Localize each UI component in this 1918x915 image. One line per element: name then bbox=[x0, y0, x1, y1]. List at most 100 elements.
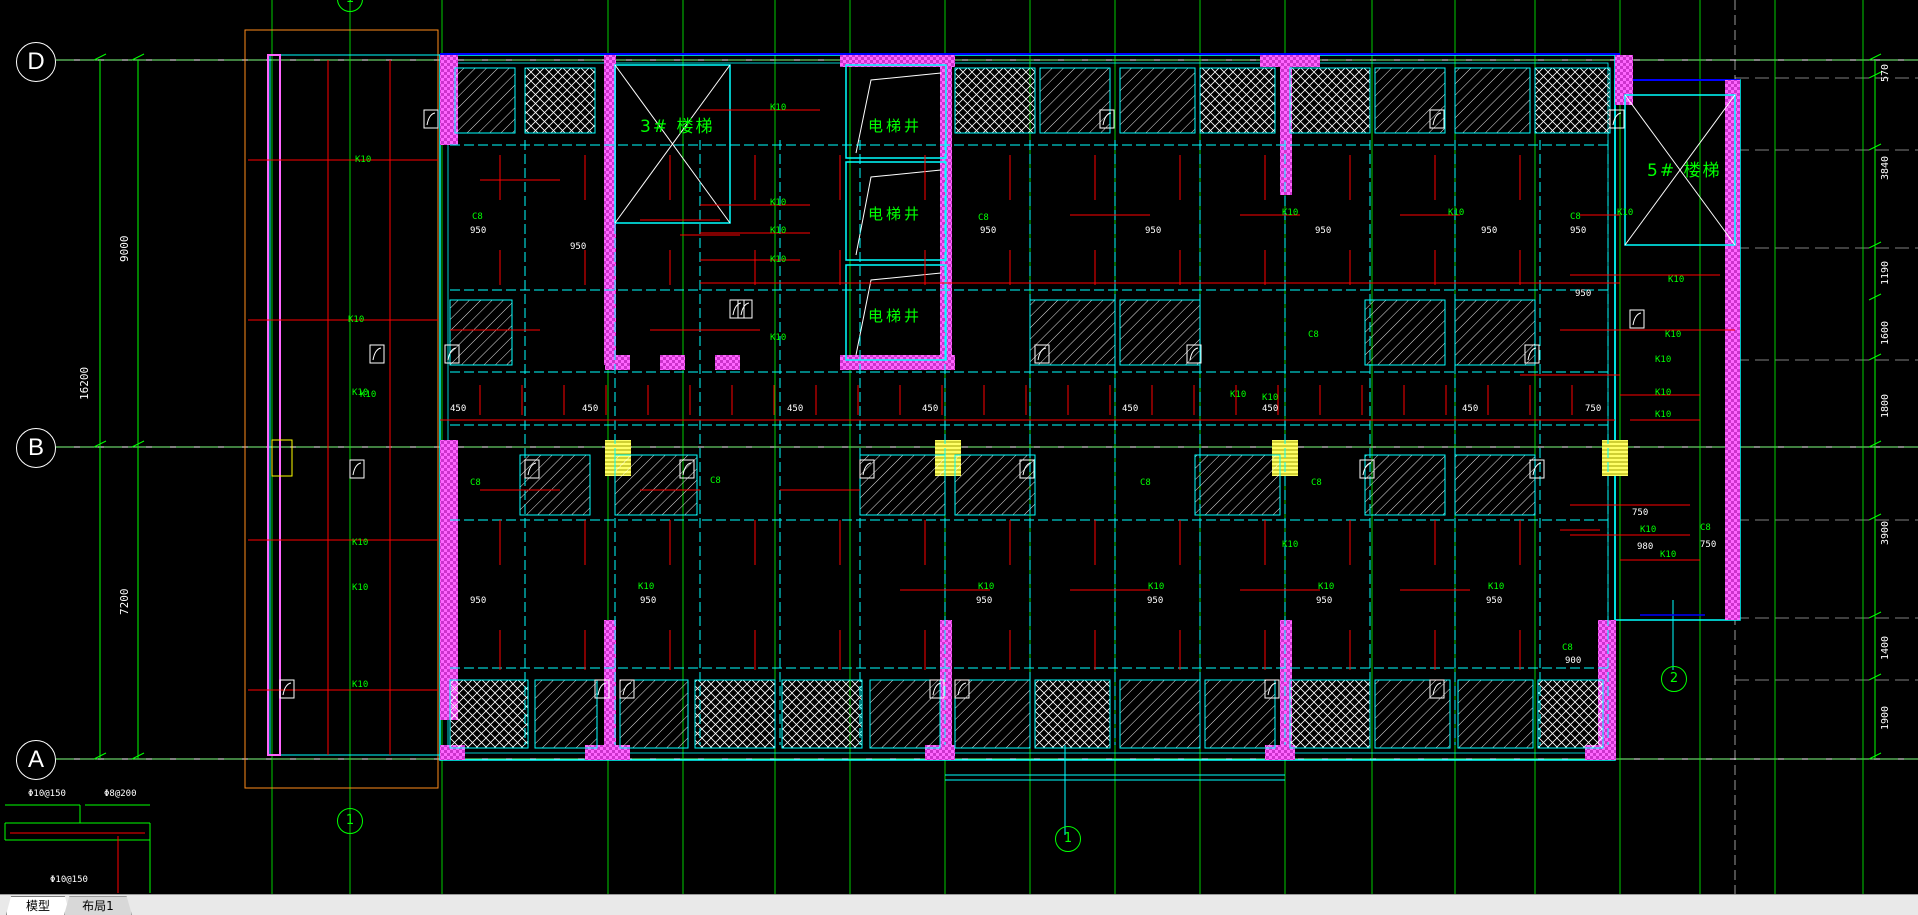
hatched-room bbox=[869, 679, 941, 749]
hook-marker bbox=[1629, 309, 1645, 329]
dimension-right-7: 1900 bbox=[1880, 705, 1891, 730]
hatched-room bbox=[954, 679, 1031, 749]
rebar-label: K10 bbox=[1668, 275, 1685, 285]
dim-tick bbox=[1868, 752, 1882, 760]
hatched-room bbox=[1537, 679, 1604, 749]
rebar-label: K10 bbox=[1318, 582, 1335, 592]
hook-marker bbox=[1264, 679, 1280, 699]
rebar-label: 450 bbox=[787, 404, 804, 414]
label-elevator-1: 电梯井 bbox=[868, 117, 923, 135]
elevator-car bbox=[855, 72, 942, 154]
rebar-label: C8 bbox=[1570, 212, 1581, 222]
rebar-label: K10 bbox=[1660, 550, 1677, 560]
rebar-label: K10 bbox=[348, 315, 365, 325]
rebar-label: C8 bbox=[710, 476, 721, 486]
column bbox=[1725, 80, 1740, 620]
hook-marker bbox=[679, 459, 695, 479]
rebar-label: 450 bbox=[1462, 404, 1479, 414]
rebar-label: K10 bbox=[770, 255, 787, 265]
hatched-room bbox=[454, 67, 516, 134]
hook-curve bbox=[282, 682, 292, 696]
rebar-label: 950 bbox=[1570, 226, 1587, 236]
hook-curve bbox=[932, 682, 942, 696]
hatched-room bbox=[1374, 679, 1451, 749]
hatched-room bbox=[1199, 67, 1276, 134]
hook-curve bbox=[1612, 112, 1622, 126]
column bbox=[604, 55, 616, 365]
hatched-room bbox=[449, 679, 529, 749]
column bbox=[940, 620, 952, 760]
dimension-right-2: 1190 bbox=[1880, 260, 1891, 285]
hook-curve bbox=[862, 462, 872, 476]
cad-drawing-canvas[interactable]: D B A 16200 9000 7200 570 3840 1190 1600… bbox=[0, 0, 1918, 894]
hatched-room bbox=[1029, 299, 1116, 366]
hook-marker bbox=[423, 109, 439, 129]
column bbox=[1585, 745, 1615, 760]
hook-curve bbox=[1102, 112, 1112, 126]
hook-curve bbox=[957, 682, 967, 696]
dimension-right-0: 570 bbox=[1880, 63, 1891, 82]
stair-cross bbox=[614, 64, 731, 224]
rebar-label: 950 bbox=[1316, 596, 1333, 606]
axis-bubble-a: A bbox=[16, 740, 56, 780]
hatched-room bbox=[1457, 679, 1534, 749]
hook-curve bbox=[372, 347, 382, 361]
column bbox=[604, 620, 616, 760]
label-stair-3: 3# 楼梯 bbox=[640, 117, 715, 137]
dim-tick bbox=[1868, 440, 1882, 448]
floor-plan-drawing bbox=[4, 0, 1918, 894]
rebar-label: C8 bbox=[978, 213, 989, 223]
hook-marker bbox=[1529, 459, 1545, 479]
label-stair-5: 5# 楼梯 bbox=[1647, 161, 1722, 181]
hatched-room bbox=[1119, 67, 1196, 134]
hook-curve bbox=[682, 462, 692, 476]
hook-marker bbox=[524, 459, 540, 479]
column bbox=[715, 355, 740, 370]
hook-curve bbox=[1189, 347, 1199, 361]
hook-curve bbox=[527, 462, 537, 476]
dimension-lower: 7200 bbox=[118, 588, 131, 616]
hatched-room bbox=[1039, 67, 1111, 134]
stair-5 bbox=[1624, 94, 1736, 246]
rebar-label: 450 bbox=[582, 404, 599, 414]
tab-layout-1[interactable]: 布局1 bbox=[64, 896, 132, 915]
column bbox=[440, 440, 458, 720]
rebar-label: C8 bbox=[470, 478, 481, 488]
rebar-label: C8 bbox=[1562, 643, 1573, 653]
hook-curve bbox=[1532, 462, 1542, 476]
rebar-label: K10 bbox=[978, 582, 995, 592]
hook-curve bbox=[1432, 112, 1442, 126]
hatched-room bbox=[1454, 299, 1536, 366]
dim-tick bbox=[1868, 293, 1882, 301]
elevator-car bbox=[855, 169, 942, 256]
dim-tick bbox=[93, 752, 107, 760]
hook-marker bbox=[1429, 679, 1445, 699]
rebar-label: K10 bbox=[360, 390, 377, 400]
rebar-label: 450 bbox=[922, 404, 939, 414]
hook-marker bbox=[1609, 109, 1625, 129]
rebar-label: C8 bbox=[1140, 478, 1151, 488]
dim-tick bbox=[1868, 53, 1882, 61]
dimension-total: 16200 bbox=[78, 366, 91, 400]
hatched-room bbox=[1289, 67, 1371, 134]
rebar-label: 750 bbox=[1585, 404, 1602, 414]
hatched-room bbox=[694, 679, 776, 749]
elevator-shaft bbox=[845, 161, 947, 261]
hook-marker bbox=[954, 679, 970, 699]
rebar-label: K10 bbox=[770, 198, 787, 208]
hook-curve bbox=[597, 682, 607, 696]
layout-tab-bar: 模型 布局1 bbox=[0, 894, 1918, 915]
dim-tick bbox=[131, 440, 145, 448]
hatched-room bbox=[524, 67, 596, 134]
rebar-label: K10 bbox=[1148, 582, 1165, 592]
axis-bubble-d: D bbox=[16, 42, 56, 82]
column bbox=[925, 745, 955, 760]
rebar-label: 750 bbox=[1632, 508, 1649, 518]
hook-marker bbox=[1186, 344, 1202, 364]
rebar-label: K10 bbox=[1230, 390, 1247, 400]
hatched-room bbox=[1534, 67, 1611, 134]
dim-tick bbox=[1868, 71, 1882, 79]
hook-marker bbox=[737, 299, 753, 319]
tab-model[interactable]: 模型 bbox=[6, 896, 70, 915]
rebar-label: 950 bbox=[1145, 226, 1162, 236]
